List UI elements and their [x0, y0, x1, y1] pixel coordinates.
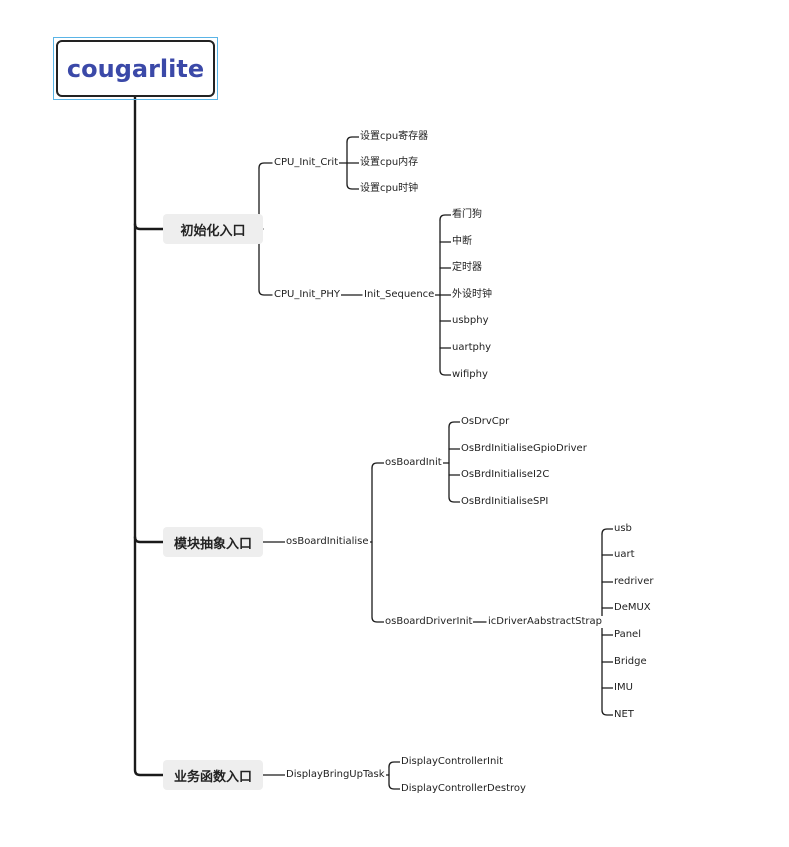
- branch-node-business[interactable]: 业务函数入口: [163, 760, 263, 790]
- topic-leaf[interactable]: usbphy: [451, 315, 490, 327]
- topic-leaf[interactable]: 定时器: [451, 262, 483, 274]
- topic-display-bring-up-task[interactable]: DisplayBringUpTask: [285, 769, 386, 781]
- topic-leaf[interactable]: OsBrdInitialiseI2C: [460, 469, 551, 481]
- topic-cpu-init-phy[interactable]: CPU_Init_PHY: [273, 289, 341, 301]
- root-node[interactable]: cougarlite: [56, 40, 215, 97]
- topic-leaf[interactable]: IMU: [613, 682, 634, 694]
- topic-leaf[interactable]: 设置cpu寄存器: [359, 131, 430, 143]
- topic-leaf[interactable]: NET: [613, 709, 635, 721]
- topic-leaf[interactable]: 设置cpu内存: [359, 157, 420, 169]
- topic-leaf[interactable]: wifiphy: [451, 369, 489, 381]
- branch-node-module[interactable]: 模块抽象入口: [163, 527, 263, 557]
- topic-cpu-init-crit[interactable]: CPU_Init_Crit: [273, 157, 340, 169]
- topic-leaf[interactable]: DisplayControllerDestroy: [400, 783, 527, 795]
- topic-leaf[interactable]: uartphy: [451, 342, 493, 354]
- topic-os-board-driver-init[interactable]: osBoardDriverInit: [384, 616, 474, 628]
- topic-leaf[interactable]: Panel: [613, 629, 642, 641]
- topic-leaf[interactable]: redriver: [613, 576, 655, 588]
- topic-leaf[interactable]: usb: [613, 523, 633, 535]
- topic-leaf[interactable]: OsDrvCpr: [460, 416, 511, 428]
- topic-leaf[interactable]: 中断: [451, 236, 473, 248]
- topic-os-board-init[interactable]: osBoardInit: [384, 457, 443, 469]
- topic-leaf[interactable]: OsBrdInitialiseGpioDriver: [460, 443, 588, 455]
- topic-leaf[interactable]: uart: [613, 549, 636, 561]
- topic-leaf[interactable]: DeMUX: [613, 602, 652, 614]
- branch-node-init[interactable]: 初始化入口: [163, 214, 263, 244]
- topic-leaf[interactable]: OsBrdInitialiseSPI: [460, 496, 550, 508]
- root-label: cougarlite: [66, 54, 205, 83]
- topic-ic-driver-strap[interactable]: icDriverAabstractStrap: [487, 616, 604, 628]
- topic-init-sequence[interactable]: Init_Sequence: [363, 289, 436, 301]
- topic-leaf[interactable]: 设置cpu时钟: [359, 183, 420, 195]
- topic-leaf[interactable]: Bridge: [613, 656, 648, 668]
- root-selection-frame: [53, 37, 218, 100]
- topic-leaf[interactable]: DisplayControllerInit: [400, 756, 505, 768]
- topic-leaf[interactable]: 外设时钟: [451, 289, 493, 301]
- topic-leaf[interactable]: 看门狗: [451, 209, 483, 221]
- topic-os-board-initialise[interactable]: osBoardInitialise: [285, 536, 370, 548]
